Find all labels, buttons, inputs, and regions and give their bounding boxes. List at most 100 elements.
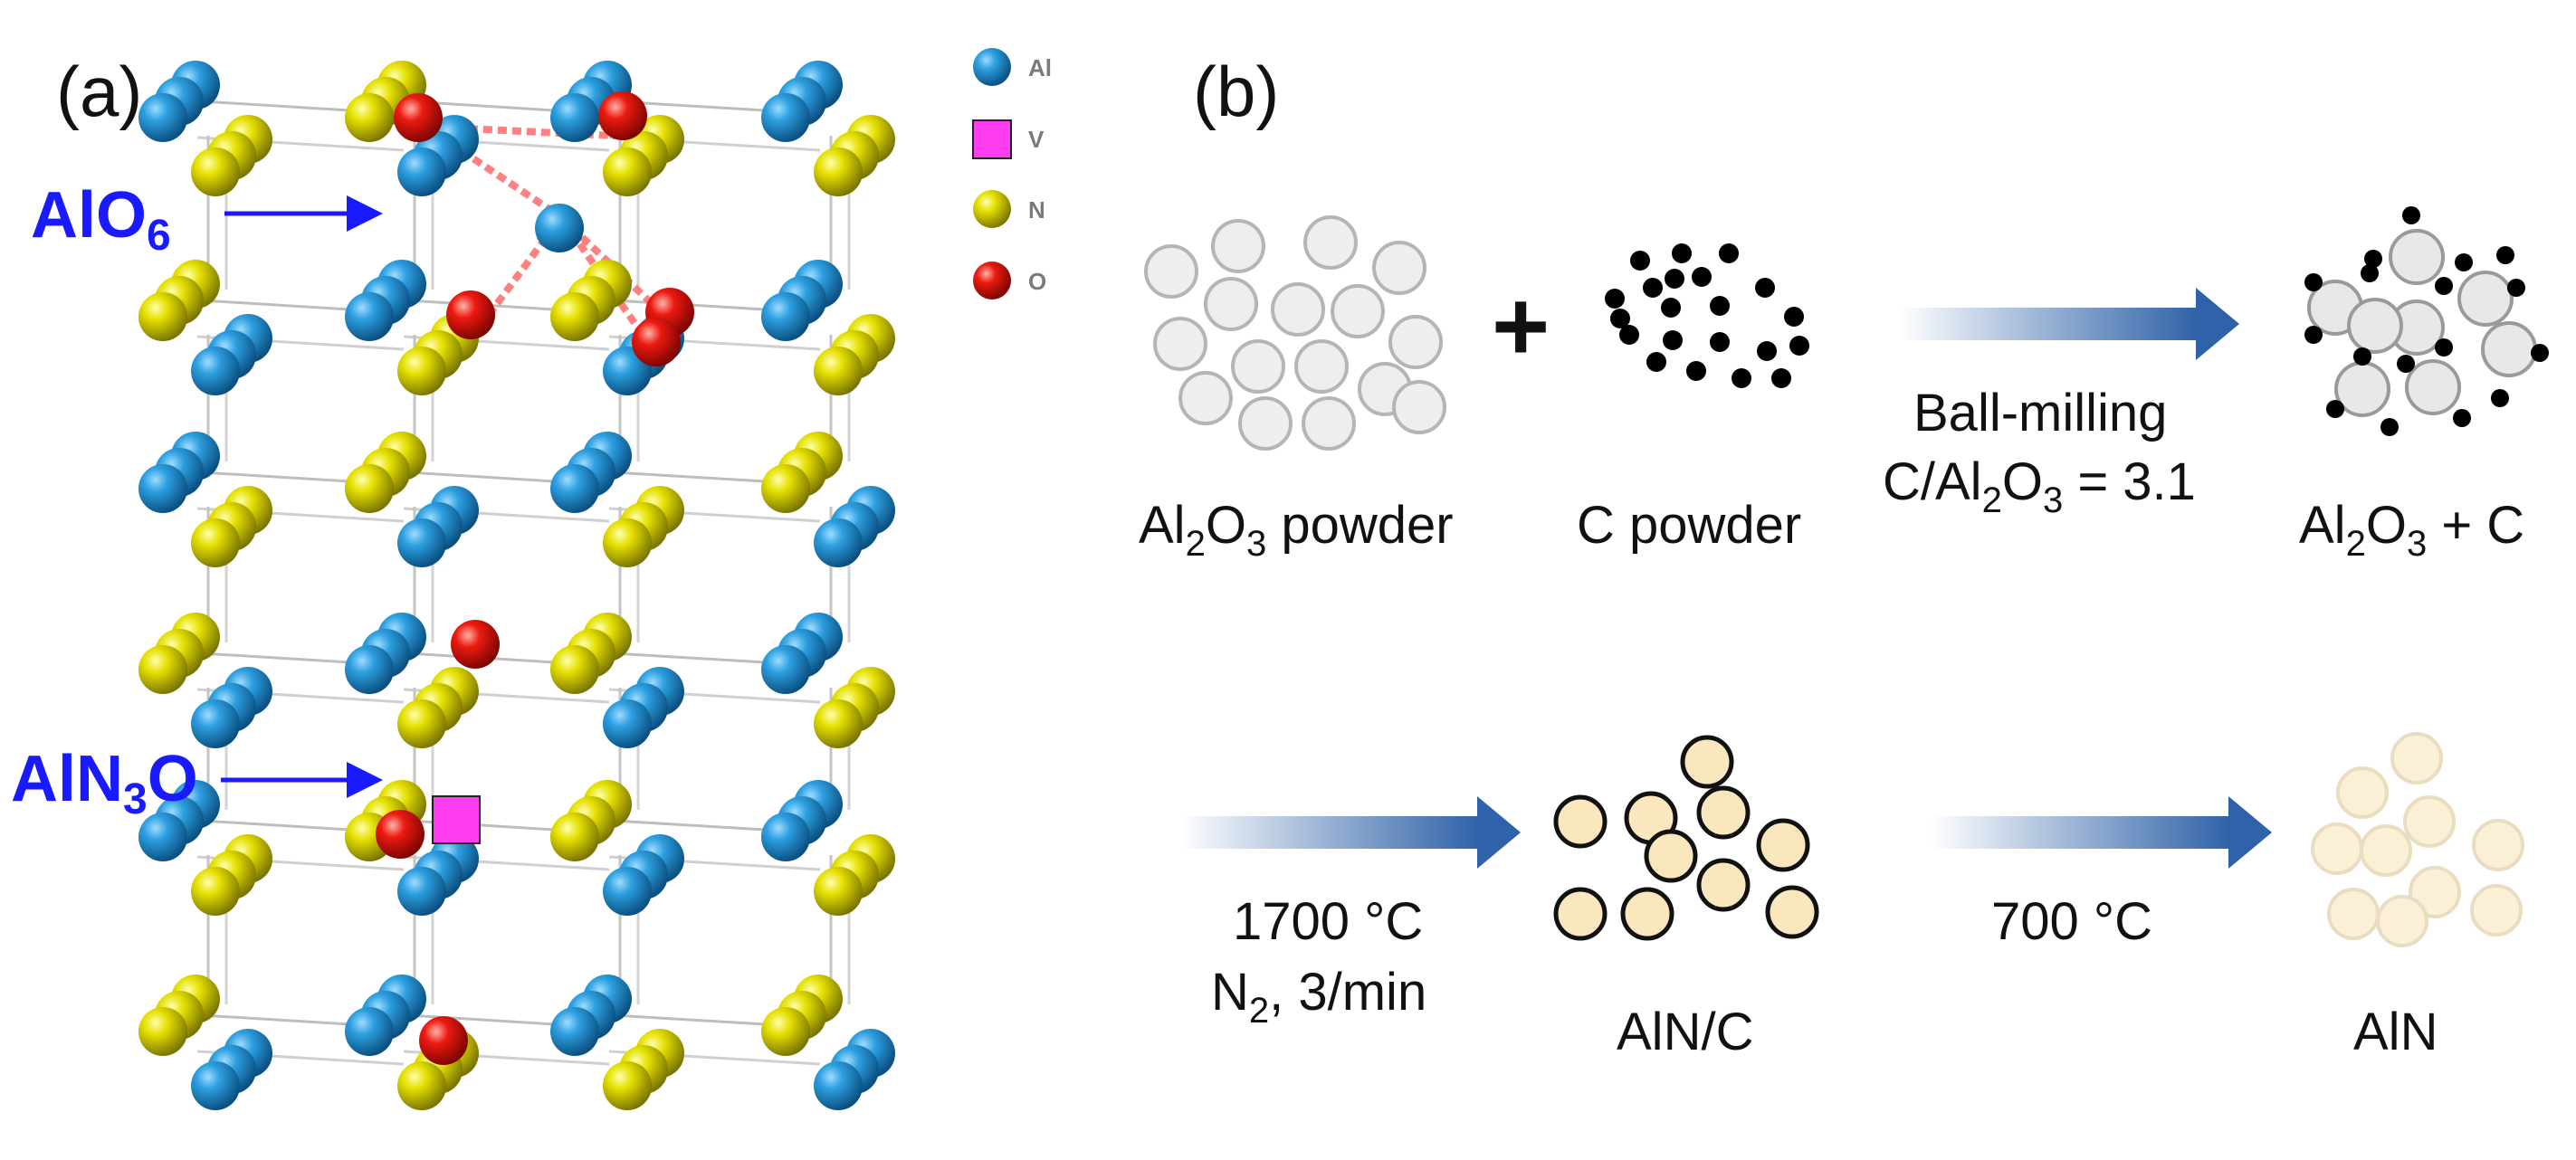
n-atom <box>345 464 394 513</box>
legend-o-text: O <box>1028 268 1046 295</box>
o-atom <box>451 620 500 669</box>
aln-particle <box>2409 866 2461 918</box>
arrow-decarbonization <box>1932 796 2272 869</box>
c-particle <box>1732 368 1751 388</box>
legend-v-marker <box>972 119 1012 159</box>
aln-c-particles <box>1553 735 1819 941</box>
n-atom <box>191 867 240 916</box>
c-particle <box>2304 273 2323 291</box>
n-atom <box>603 1061 652 1110</box>
aln-particle <box>2470 884 2523 937</box>
al-atom <box>535 204 584 252</box>
c-particle <box>1610 309 1630 328</box>
legend-o-marker <box>973 261 1011 300</box>
aln-particle <box>2311 822 2363 875</box>
c-particle <box>1630 251 1650 271</box>
al-atom <box>191 347 240 395</box>
aln-c-particle <box>1644 829 1698 883</box>
c-particle <box>2397 355 2415 373</box>
al2o3-particle <box>1392 380 1446 434</box>
aln-particles <box>2311 732 2524 947</box>
c-powder-particles <box>1605 243 1809 388</box>
aln-c-particle <box>1553 887 1608 941</box>
n-atom <box>345 93 394 142</box>
n-atom <box>814 867 863 916</box>
panel-b-synthesis-scheme: (b) Al2O3 powder + C powder Ball-milling… <box>1139 52 2549 1061</box>
n-atom <box>138 292 187 341</box>
plus-sign: + <box>1492 271 1550 382</box>
al-atom <box>397 518 446 567</box>
al2o3-particle <box>1271 282 1325 337</box>
aln-c-particle <box>1765 885 1819 939</box>
al2o3-powder-particles <box>1144 215 1446 451</box>
al-atom <box>761 645 810 694</box>
c-particle <box>1646 352 1666 372</box>
c-particle <box>1719 243 1739 263</box>
c-particle <box>2435 277 2453 295</box>
al2o3-particle <box>1331 284 1385 338</box>
o-atom <box>394 93 443 142</box>
c-particle <box>1663 330 1683 350</box>
al-atom <box>814 518 863 567</box>
n-atom <box>138 1007 187 1056</box>
c-particle <box>1643 278 1663 298</box>
aln-c-particle <box>1620 887 1674 941</box>
atoms <box>138 61 895 1110</box>
al-atom <box>191 1061 240 1110</box>
legend-al-text: Al <box>1028 54 1052 81</box>
al2o3-particle <box>2481 321 2537 377</box>
o-atom <box>419 1016 468 1065</box>
c-particle <box>2364 250 2382 268</box>
al2o3-particle <box>1231 339 1285 394</box>
temp-700-label: 700 °C <box>1991 892 2152 951</box>
c-particle <box>2402 206 2420 224</box>
aln-particle <box>2376 895 2428 947</box>
al2o3-particle <box>1204 277 1258 331</box>
al2o3-powder-caption: Al2O3 powder <box>1139 496 1454 564</box>
n-atom <box>191 518 240 567</box>
aln3o-label: AlN3O <box>11 743 198 823</box>
legend-v-text: V <box>1028 126 1045 153</box>
temp-1700-label: 1700 °C <box>1233 892 1423 951</box>
legend-al-marker <box>973 48 1011 86</box>
aln-particle <box>2390 732 2443 784</box>
c-particle <box>2353 347 2371 366</box>
aln-particle <box>2327 888 2380 940</box>
al-atom <box>550 1007 599 1056</box>
al-atom <box>397 147 446 196</box>
n-atom <box>138 645 187 694</box>
lattice-bonds <box>171 98 851 1066</box>
al2o3-particle <box>1178 371 1233 425</box>
al-atom <box>761 292 810 341</box>
c-particle <box>2507 279 2525 297</box>
aln-c-caption: AlN/C <box>1617 1003 1753 1061</box>
c-particle <box>2361 264 2379 282</box>
n-atom <box>550 813 599 861</box>
o-atom <box>632 318 681 366</box>
aln-c-particle <box>1696 785 1751 840</box>
panel-b-label: (b) <box>1193 52 1279 131</box>
al-atom <box>397 867 446 916</box>
c-particle <box>1710 296 1730 316</box>
al2o3-particle <box>1153 317 1207 371</box>
n-atom <box>191 147 240 196</box>
aln-caption: AlN <box>2353 1003 2438 1061</box>
n-atom <box>761 1007 810 1056</box>
c-particle <box>1686 361 1706 381</box>
aln-particle <box>2360 824 2412 877</box>
n-atom <box>397 699 446 748</box>
c-particle <box>2496 246 2514 264</box>
al2o3-c-mixture-particles <box>2304 206 2549 436</box>
c-particle <box>2491 389 2509 407</box>
al-atom <box>603 867 652 916</box>
c-particle <box>2326 400 2344 418</box>
al2o3-particle <box>1144 244 1198 299</box>
al-atom <box>550 93 599 142</box>
legend-n-marker <box>973 190 1011 228</box>
aln-particle <box>2472 819 2524 871</box>
c-particle <box>1710 332 1730 352</box>
al-atom <box>603 699 652 748</box>
c-powder-caption: C powder <box>1577 496 1801 555</box>
vacancy-marker <box>432 795 481 844</box>
